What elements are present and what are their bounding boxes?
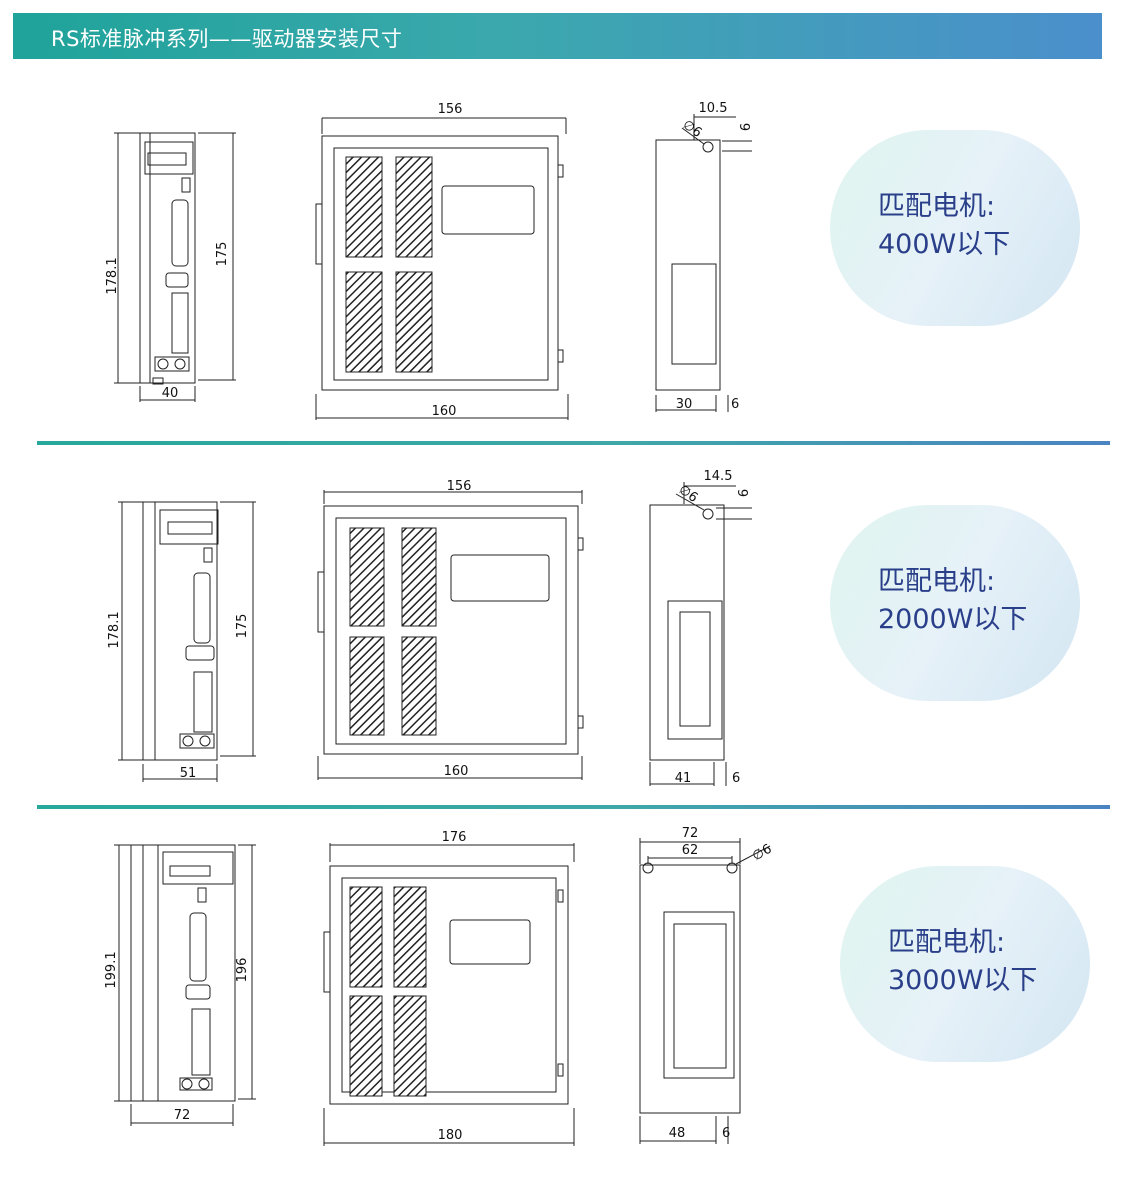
front-height-mount: 196 [235, 958, 250, 983]
back-width: 30 [676, 397, 693, 412]
back-edge: 6 [731, 397, 739, 412]
back-offset: 14.5 [704, 469, 733, 484]
back-width-holes: 62 [682, 843, 699, 858]
motor-badge-text: 匹配电机: 400W以下 [878, 188, 1010, 264]
row-separator [37, 805, 1110, 809]
badge-line1: 匹配电机: [888, 927, 1006, 958]
side-depth-top: 156 [438, 102, 463, 117]
back-offset: 10.5 [699, 101, 728, 116]
badge-line1: 匹配电机: [878, 566, 996, 597]
back-hole: ∅6 [750, 842, 774, 865]
back-hole-dim: 6 [737, 489, 752, 497]
back-edge: 6 [722, 1126, 730, 1141]
back-hole: ∅6 [680, 117, 705, 141]
front-height-mount: 175 [215, 242, 230, 267]
badge-line2: 3000W以下 [888, 965, 1038, 996]
back-width: 48 [669, 1126, 686, 1141]
motor-badge-3: 匹配电机: 3000W以下 [840, 866, 1090, 1062]
front-view-3 [114, 844, 256, 1126]
back-view-3 [639, 838, 771, 1144]
motor-badge-2: 匹配电机: 2000W以下 [830, 505, 1080, 701]
side-depth-bottom: 160 [444, 764, 469, 779]
front-width: 51 [180, 766, 197, 781]
back-width-total: 72 [682, 826, 699, 841]
row-separator [37, 441, 1110, 445]
front-view-2 [118, 501, 256, 782]
front-width: 72 [174, 1108, 191, 1123]
back-view-2 [649, 482, 752, 786]
motor-badge-text: 匹配电机: 2000W以下 [878, 563, 1027, 639]
back-width: 41 [675, 771, 692, 786]
badge-line1: 匹配电机: [878, 191, 996, 222]
badge-line2: 400W以下 [878, 229, 1011, 260]
side-depth-top: 156 [447, 479, 472, 494]
back-edge: 6 [732, 771, 740, 786]
title-banner: RS标准脉冲系列——驱动器安装尺寸 [13, 13, 1102, 59]
front-view-1 [114, 132, 236, 402]
front-height-total: 199.1 [104, 951, 119, 988]
side-view-1 [315, 117, 569, 420]
side-view-3 [323, 843, 575, 1146]
page-title: RS标准脉冲系列——驱动器安装尺寸 [51, 27, 403, 51]
back-view-1 [655, 114, 752, 412]
side-depth-bottom: 160 [432, 404, 457, 419]
front-width: 40 [162, 386, 179, 401]
front-height-total: 178.1 [105, 257, 120, 294]
side-view-2 [317, 490, 584, 780]
side-depth-top: 176 [442, 830, 467, 845]
motor-badge-text: 匹配电机: 3000W以下 [888, 924, 1037, 1000]
badge-line2: 2000W以下 [878, 604, 1028, 635]
side-depth-bottom: 180 [438, 1128, 463, 1143]
back-hole-dim: 6 [739, 123, 754, 131]
motor-badge-1: 匹配电机: 400W以下 [830, 130, 1080, 326]
front-height-total: 178.1 [107, 611, 122, 648]
front-height-mount: 175 [235, 614, 250, 639]
